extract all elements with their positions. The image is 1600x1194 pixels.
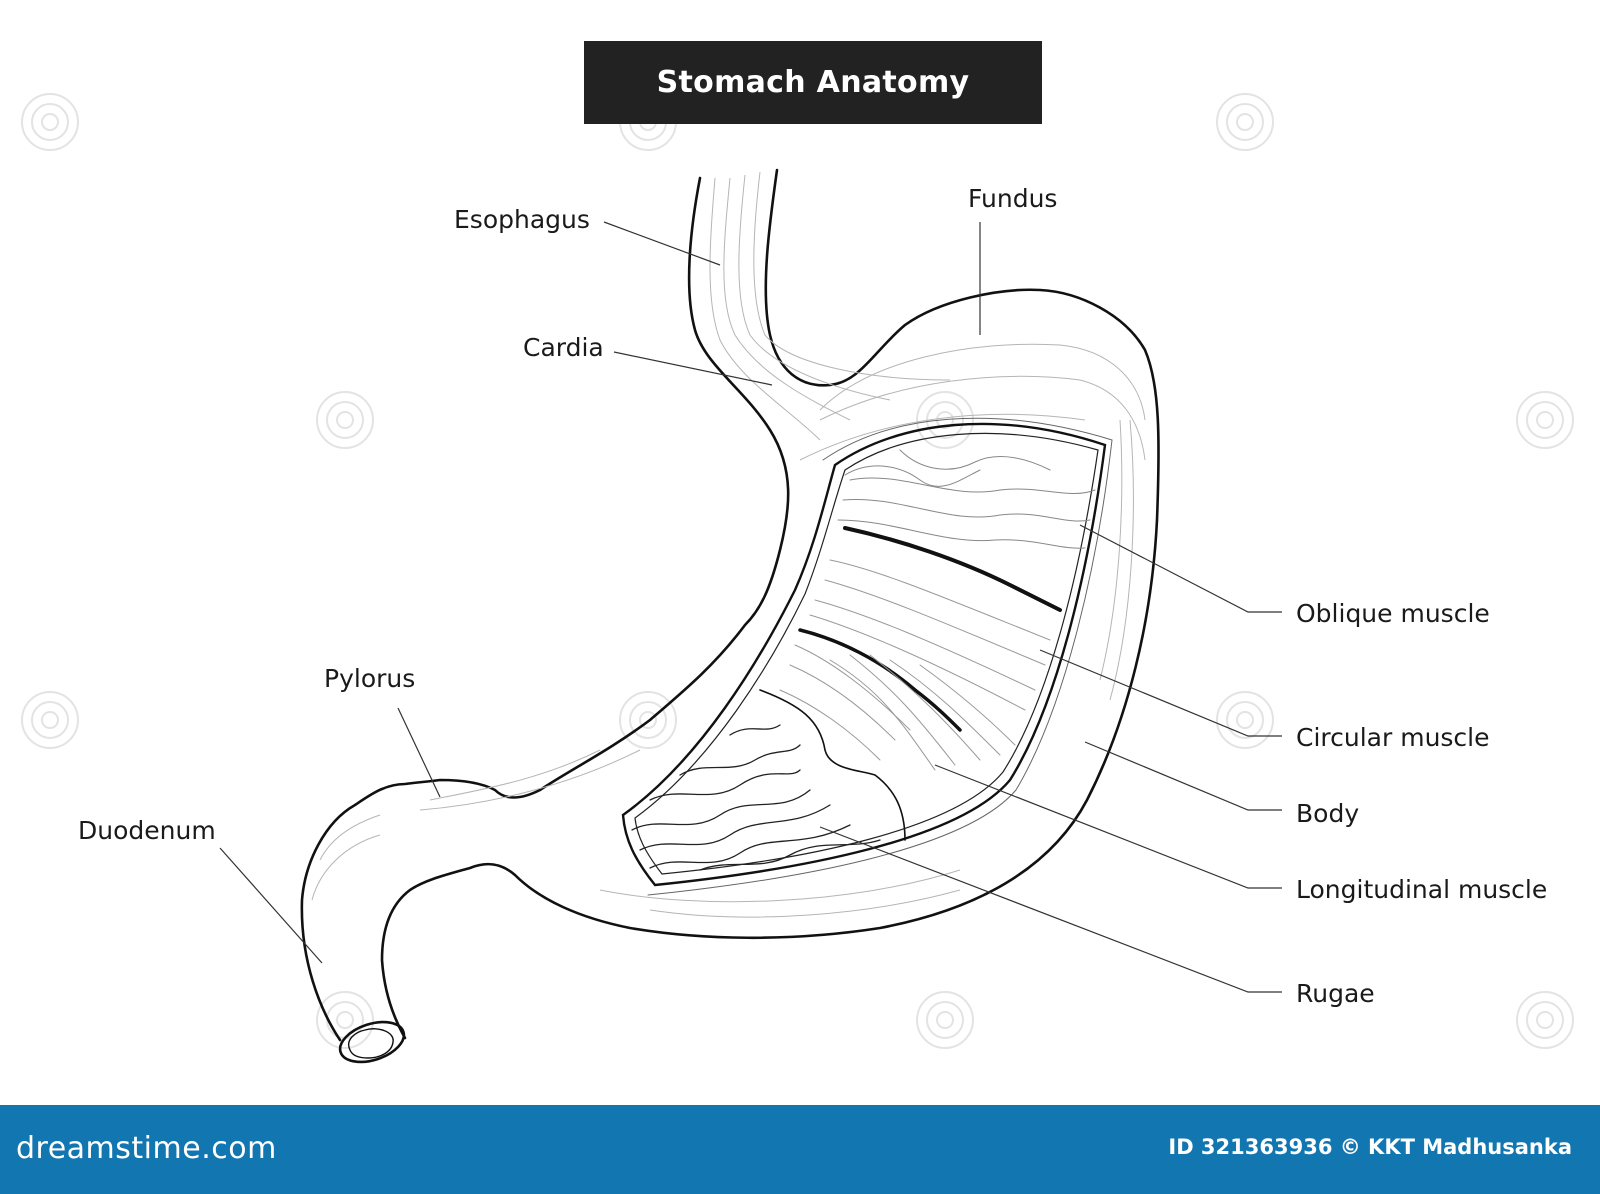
leader-rugae (819, 826, 1282, 993)
footer-credit: ID 321363936 © KKT Madhusanka (1168, 1135, 1572, 1159)
stomach-outline (300, 168, 1160, 1064)
diagram-title: Stomach Anatomy (584, 41, 1042, 124)
leader-oblique-muscle (1079, 524, 1282, 613)
diagram-canvas (21, 93, 1574, 1064)
leader-circular-muscle (1039, 649, 1282, 737)
leader-duodenum (219, 847, 323, 964)
footer-bar: dreamstime.com ID 321363936 © KKT Madhus… (0, 1105, 1600, 1194)
leader-esophagus (603, 221, 721, 266)
label-oblique-muscle: Oblique muscle (1296, 599, 1490, 628)
footer-brand[interactable]: dreamstime.com (16, 1131, 277, 1166)
leader-lines (219, 221, 1282, 993)
label-body: Body (1296, 799, 1360, 828)
label-circular-muscle: Circular muscle (1296, 723, 1490, 752)
label-fundus: Fundus (968, 184, 1058, 213)
leader-longitudinal-muscle (934, 764, 1282, 889)
muscle-cutaway (621, 417, 1113, 896)
label-longitudinal-muscle: Longitudinal muscle (1296, 875, 1548, 904)
leader-pylorus (397, 707, 441, 798)
label-rugae: Rugae (1296, 979, 1375, 1008)
watermark (21, 93, 1574, 1049)
duodenum-opening (338, 1020, 406, 1064)
label-pylorus: Pylorus (324, 664, 416, 693)
leader-cardia (613, 351, 773, 386)
label-esophagus: Esophagus (454, 205, 590, 234)
leader-body (1084, 741, 1282, 811)
duodenum-opening-inner (348, 1028, 394, 1059)
greater-curvature-line (380, 168, 1160, 1040)
label-cardia: Cardia (523, 333, 604, 362)
contour-fibers (311, 171, 1146, 918)
lesser-curvature-line (300, 176, 790, 1042)
label-duodenum: Duodenum (78, 816, 216, 845)
